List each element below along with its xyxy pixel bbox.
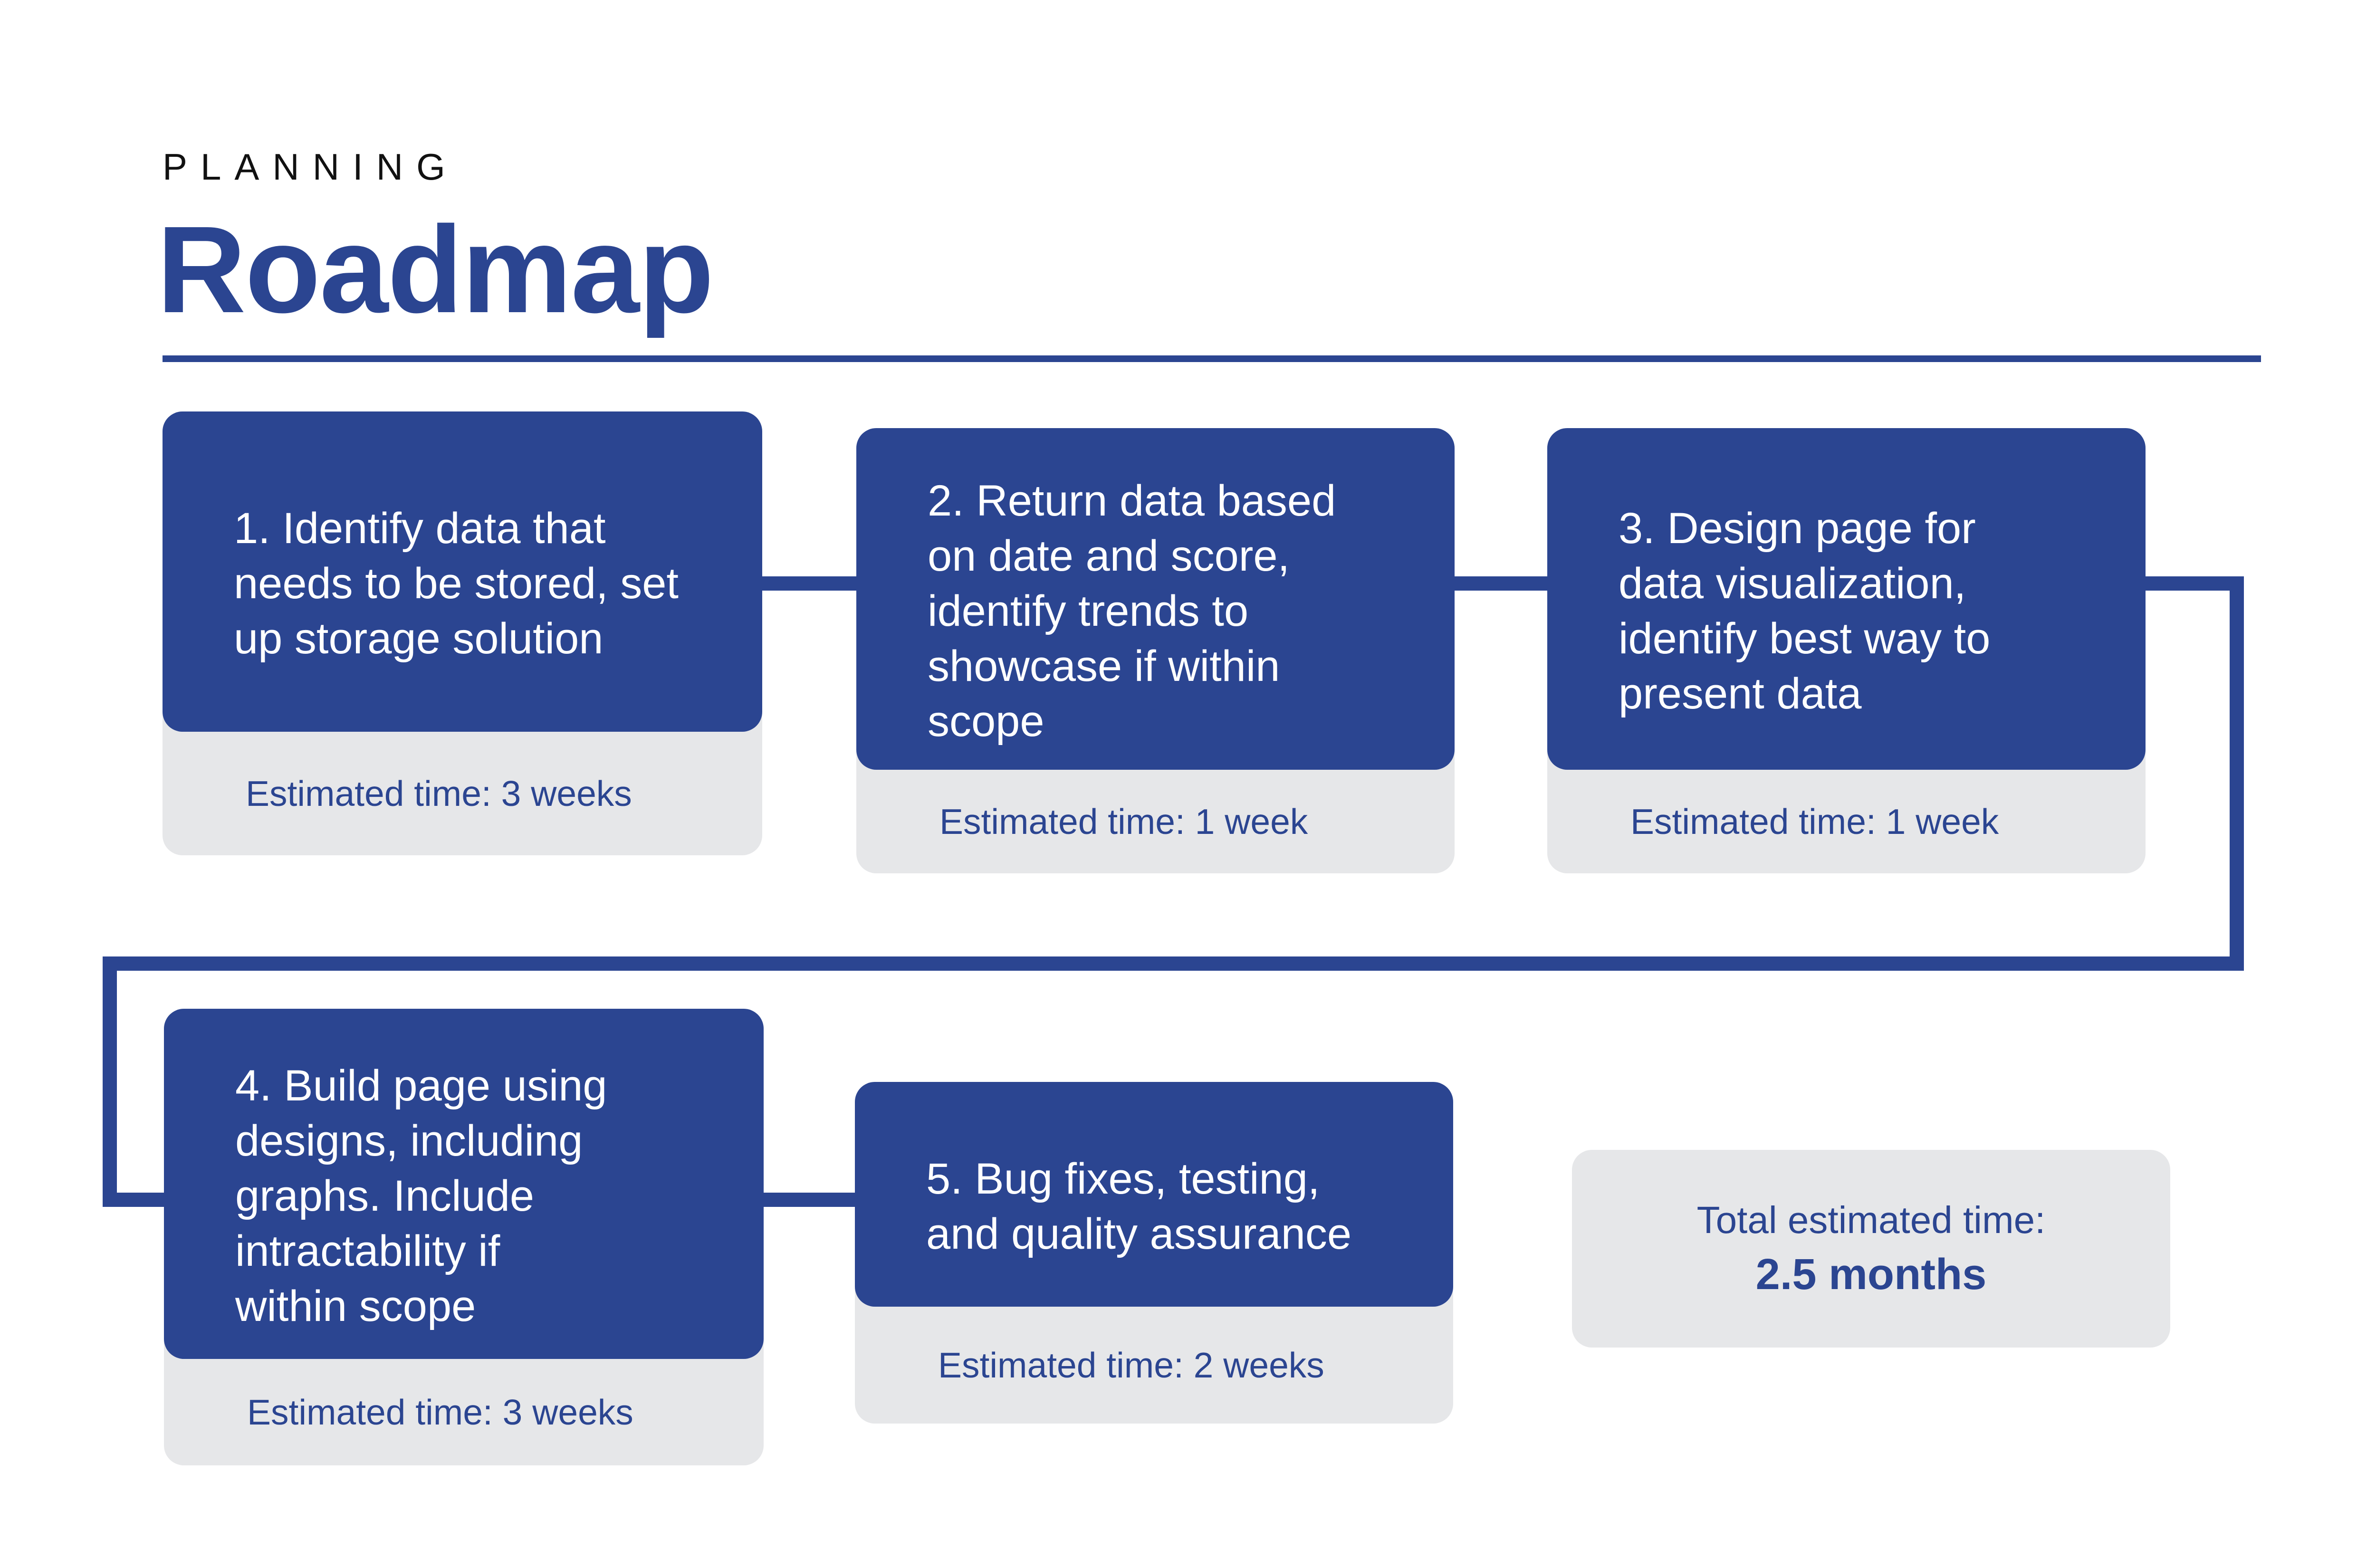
step-card-3: 3. Design page for data visualization, i… (1547, 428, 2146, 873)
step-card-2: 2. Return data based on date and score, … (856, 428, 1455, 873)
step-3-estimated-time: Estimated time: 1 week (1630, 802, 1999, 841)
connector-left-vertical (103, 956, 117, 1207)
connector-step3-right-elbow (2144, 576, 2244, 591)
step-2-estimated-time: Estimated time: 1 week (939, 802, 1308, 841)
step-3-description: 3. Design page for data visualization, i… (1547, 428, 2146, 770)
planning-eyebrow-label: PLANNING (163, 146, 459, 188)
title-underline-divider (163, 355, 2261, 362)
connector-right-vertical (2230, 576, 2244, 971)
connector-step2-step3 (1453, 576, 1549, 591)
step-4-description: 4. Build page using designs, including g… (164, 1009, 764, 1359)
total-estimate-value: 2.5 months (1755, 1250, 1987, 1299)
page-title: Roadmap (157, 201, 714, 339)
connector-long-horizontal (103, 956, 2244, 971)
total-estimate-card: Total estimated time: 2.5 months (1572, 1150, 2170, 1348)
step-card-5: 5. Bug fixes, testing, and quality assur… (855, 1082, 1453, 1424)
connector-left-stub-step4 (103, 1193, 166, 1207)
step-5-description: 5. Bug fixes, testing, and quality assur… (855, 1082, 1453, 1307)
step-5-estimated-time: Estimated time: 2 weeks (938, 1345, 1324, 1385)
step-1-description: 1. Identify data that needs to be stored… (163, 411, 762, 732)
step-1-estimated-time: Estimated time: 3 weeks (246, 774, 632, 813)
connector-step4-step5 (762, 1193, 857, 1207)
connector-step1-step2 (760, 576, 858, 591)
step-4-estimated-time: Estimated time: 3 weeks (247, 1392, 633, 1432)
total-estimate-label: Total estimated time: (1696, 1199, 2046, 1241)
step-card-4: 4. Build page using designs, including g… (164, 1009, 764, 1465)
step-2-description: 2. Return data based on date and score, … (856, 428, 1455, 770)
step-card-1: 1. Identify data that needs to be stored… (163, 411, 762, 855)
